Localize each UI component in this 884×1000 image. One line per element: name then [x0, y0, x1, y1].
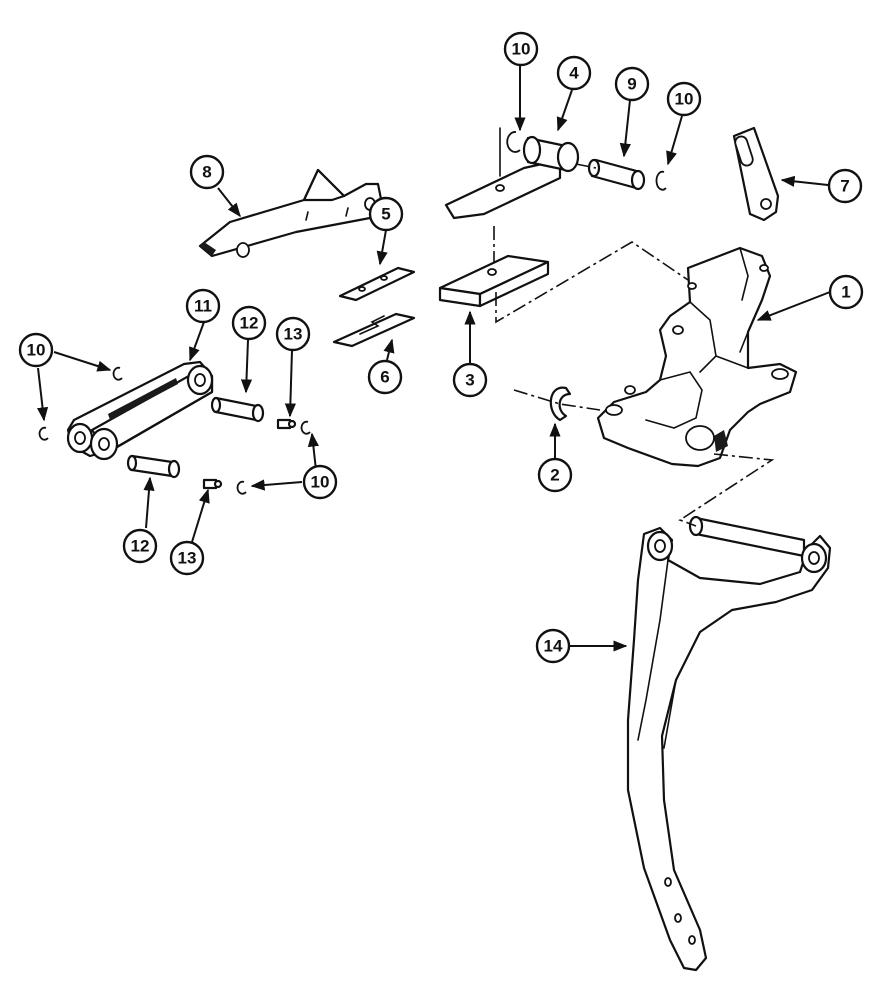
callout-10-left: 10 [18, 332, 54, 368]
retaining-ring-icon [655, 170, 667, 191]
callout-3: 3 [452, 362, 488, 398]
lever-arm-part [198, 168, 384, 258]
svg-text:7: 7 [840, 177, 849, 196]
retaining-ring-icon [112, 366, 123, 381]
svg-text:12: 12 [131, 537, 150, 556]
grease-fitting-lower-part [202, 478, 223, 490]
link-pin-lower-part [126, 454, 181, 479]
callout-4: 4 [556, 55, 592, 91]
grease-fitting-upper-part [276, 418, 297, 430]
callout-10-right: 10 [302, 464, 338, 500]
svg-text:6: 6 [380, 368, 389, 387]
svg-text:3: 3 [465, 371, 474, 390]
callout-14: 14 [535, 628, 571, 664]
svg-text:10: 10 [311, 473, 330, 492]
svg-text:11: 11 [194, 297, 212, 316]
svg-text:1: 1 [841, 283, 850, 302]
svg-text:4: 4 [569, 64, 579, 83]
svg-text:13: 13 [284, 325, 303, 344]
snap-ring-part [549, 386, 572, 422]
callout-12-upper: 12 [231, 305, 267, 341]
assembly-lines [493, 163, 775, 527]
link-pin-upper-part [210, 396, 265, 423]
retaining-ring-icon [506, 131, 521, 153]
link-plate-part [732, 126, 780, 222]
svg-text:13: 13 [178, 549, 197, 568]
callout-10-top-left: 10 [503, 31, 539, 67]
svg-text:10: 10 [27, 341, 46, 360]
callout-6: 6 [367, 359, 403, 395]
svg-text:10: 10 [512, 40, 531, 59]
svg-text:8: 8 [202, 163, 211, 182]
main-bracket-part [596, 246, 798, 468]
callout-13-upper: 13 [275, 316, 311, 352]
callout-leaders [36, 64, 831, 652]
svg-text:10: 10 [675, 90, 694, 109]
svg-text:12: 12 [240, 314, 259, 333]
callout-10-top-right: 10 [666, 81, 702, 117]
callout-8: 8 [189, 154, 225, 190]
hinge-plate-part [444, 127, 580, 220]
callout-13-lower: 13 [169, 540, 205, 576]
retaining-ring-icon [236, 480, 247, 495]
callout-2: 2 [537, 457, 573, 493]
pedal-arm-part [626, 515, 832, 972]
callout-1: 1 [828, 274, 864, 310]
slotted-shim-part [332, 312, 416, 348]
svg-text:5: 5 [381, 205, 390, 224]
retaining-ring-icon [300, 420, 311, 435]
svg-text:14: 14 [544, 637, 563, 656]
callout-12-lower: 12 [122, 528, 158, 564]
pivot-pin-part [587, 158, 646, 191]
double-link-part [66, 360, 214, 461]
callout-7: 7 [827, 168, 863, 204]
svg-text:2: 2 [550, 466, 559, 485]
callout-11: 11 [185, 288, 221, 324]
retaining-ring-icon [38, 426, 49, 441]
spacer-block-part [438, 254, 550, 308]
svg-text:9: 9 [627, 75, 636, 94]
shim-part [338, 266, 416, 302]
callout-5: 5 [368, 196, 404, 232]
callout-9: 9 [614, 66, 650, 102]
